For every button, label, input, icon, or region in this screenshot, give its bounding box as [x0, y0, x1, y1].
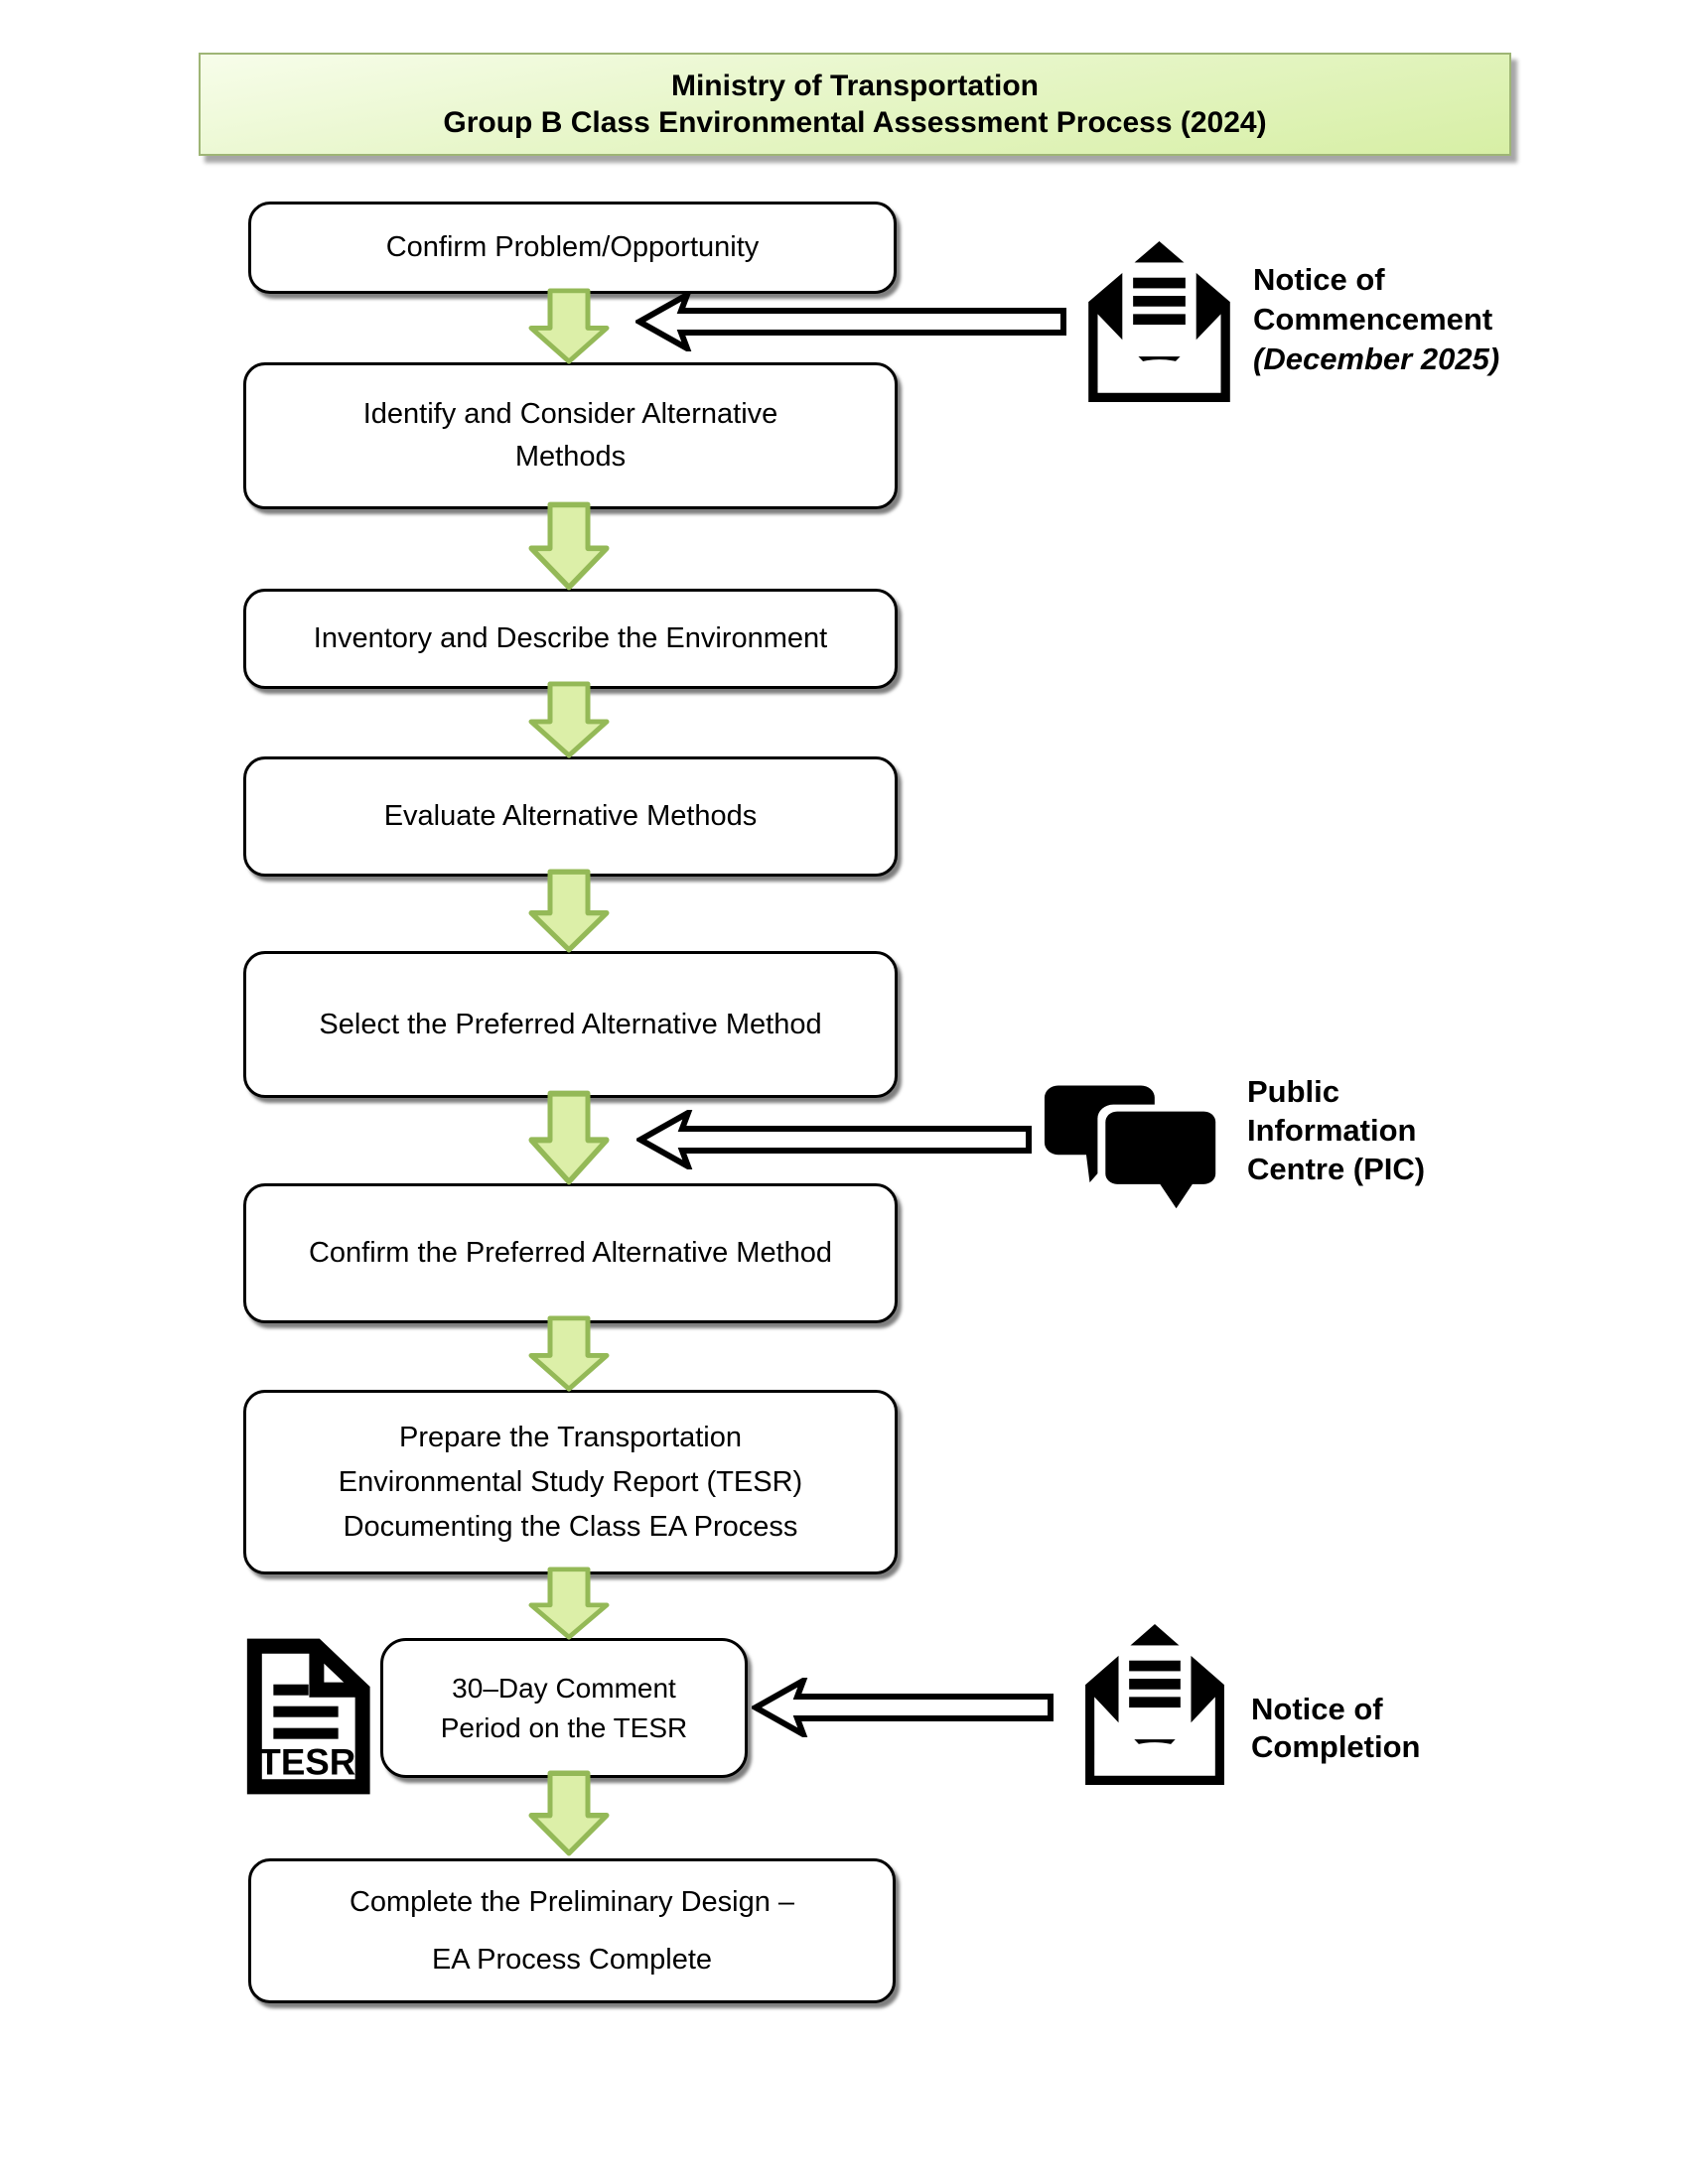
down-arrow-icon [528, 501, 610, 591]
step-prepare-tesr: Prepare the Transportation Environmental… [243, 1390, 898, 1574]
step-select-preferred-alternative: Select the Preferred Alternative Method [243, 951, 898, 1098]
step-inventory-describe-environment: Inventory and Describe the Environment [243, 589, 898, 689]
speech-bubbles-icon [1044, 1085, 1224, 1209]
step-label: EA Process Complete [431, 1944, 713, 1976]
step-label: Complete the Preliminary Design – [349, 1886, 795, 1918]
step-label: 30–Day Comment [452, 1672, 676, 1704]
down-arrow-icon [528, 1090, 610, 1185]
step-label: Environmental Study Report (TESR) [338, 1465, 803, 1498]
step-label: Identify and Consider Alternative [362, 398, 778, 430]
step-confirm-problem-opportunity: Confirm Problem/Opportunity [248, 202, 897, 294]
step-label: Confirm the Preferred Alternative Method [308, 1237, 833, 1269]
envelope-open-icon [1088, 241, 1230, 402]
down-arrow-icon [528, 869, 610, 953]
left-arrow-icon [752, 1678, 1054, 1737]
svg-text:TESR: TESR [258, 1741, 355, 1782]
down-arrow-icon [528, 1315, 610, 1392]
label-line: Commencement [1253, 302, 1493, 337]
public-information-centre-label: Public Information Centre (PIC) [1247, 1072, 1425, 1188]
step-identify-alternative-methods: Identify and Consider Alternative Method… [243, 362, 898, 509]
step-evaluate-alternative-methods: Evaluate Alternative Methods [243, 756, 898, 877]
down-arrow-icon [528, 288, 610, 364]
left-arrow-icon [636, 1110, 1032, 1169]
notice-of-commencement-label: Notice of Commencement (December 2025) [1253, 260, 1499, 379]
step-label: Confirm Problem/Opportunity [385, 231, 760, 263]
tesr-document-icon: TESR [246, 1638, 370, 1795]
title-line-2: Group B Class Environmental Assessment P… [443, 106, 1267, 139]
down-arrow-icon [528, 1567, 610, 1640]
title-line-1: Ministry of Transportation [670, 69, 1040, 102]
step-label: Methods [514, 441, 627, 473]
step-label: Prepare the Transportation [399, 1421, 742, 1453]
label-line: Centre (PIC) [1247, 1152, 1426, 1186]
step-30-day-comment-period: 30–Day Comment Period on the TESR [380, 1638, 748, 1778]
down-arrow-icon [528, 681, 610, 758]
step-label: Documenting the Class EA Process [343, 1510, 798, 1543]
label-line: Notice of [1253, 262, 1385, 297]
step-label: Select the Preferred Alternative Method [319, 1008, 822, 1040]
envelope-open-icon [1085, 1624, 1224, 1785]
label-line: Public [1247, 1074, 1340, 1109]
label-line: Notice of [1251, 1692, 1383, 1726]
title-banner: Ministry of Transportation Group B Class… [199, 53, 1511, 156]
step-confirm-preferred-alternative: Confirm the Preferred Alternative Method [243, 1183, 898, 1323]
step-label: Period on the TESR [440, 1711, 688, 1743]
step-label: Evaluate Alternative Methods [383, 800, 758, 832]
label-line: Information [1247, 1113, 1417, 1148]
label-line: Completion [1251, 1729, 1421, 1764]
down-arrow-icon [528, 1770, 610, 1856]
step-label: Inventory and Describe the Environment [313, 622, 828, 654]
notice-of-completion-label: Notice of Completion [1251, 1691, 1421, 1766]
step-complete-preliminary-design: Complete the Preliminary Design – EA Pro… [248, 1858, 896, 2003]
left-arrow-icon [635, 292, 1066, 351]
label-line-date: (December 2025) [1253, 341, 1500, 376]
